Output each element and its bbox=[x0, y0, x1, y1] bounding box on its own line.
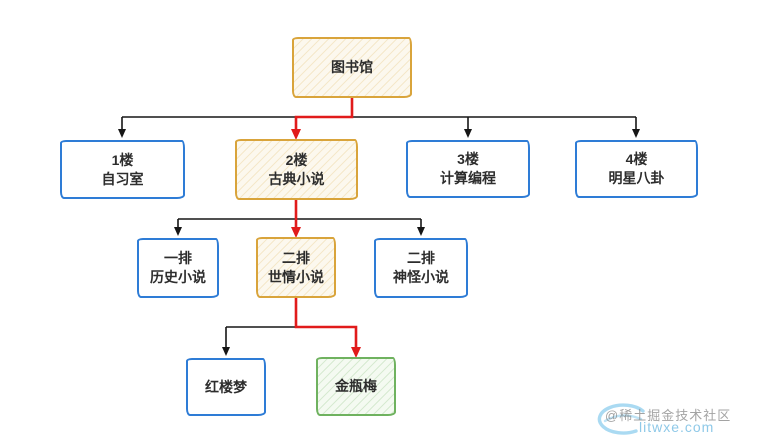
node-floor4-line2: 明星八卦 bbox=[608, 170, 665, 186]
node-row2-line1: 二排 bbox=[282, 249, 310, 266]
watermark: @稀土掘金技术社区 litwxe.com bbox=[591, 399, 769, 441]
node-row3-supernatural-novels: 二排 神怪小说 bbox=[374, 238, 468, 298]
node-row3-line2: 神怪小说 bbox=[393, 269, 449, 285]
node-book-hongloumeng-label: 红楼梦 bbox=[205, 378, 247, 395]
node-row1-line2: 历史小说 bbox=[150, 269, 206, 285]
node-row2-line2: 世情小说 bbox=[268, 268, 324, 285]
node-floor2-line2: 古典小说 bbox=[268, 170, 325, 187]
watermark-community-text: @稀土掘金技术社区 bbox=[605, 408, 732, 423]
node-row3-line1: 二排 bbox=[407, 250, 435, 266]
node-floor2-classical-novels: 2楼 古典小说 bbox=[235, 139, 358, 200]
node-floor4-celebrity-gossip: 4楼 明星八卦 bbox=[575, 140, 698, 198]
node-floor1-study-room: 1楼 自习室 bbox=[60, 140, 185, 199]
node-floor1-line1: 1楼 bbox=[111, 151, 134, 168]
node-library-label: 图书馆 bbox=[331, 59, 373, 75]
node-library: 图书馆 bbox=[292, 37, 412, 98]
node-book-jinpingmei: 金瓶梅 bbox=[316, 357, 396, 416]
swirl-logo-icon bbox=[597, 403, 645, 435]
node-row1-line1: 一排 bbox=[164, 250, 192, 266]
watermark-site-text: litwxe.com bbox=[639, 419, 715, 435]
node-floor1-line2: 自习室 bbox=[101, 170, 144, 187]
node-floor3-programming: 3楼 计算编程 bbox=[406, 140, 530, 198]
node-floor3-line1: 3楼 bbox=[457, 151, 479, 167]
node-floor4-line1: 4楼 bbox=[625, 151, 648, 167]
node-floor3-line2: 计算编程 bbox=[440, 170, 496, 186]
node-row2-social-novels: 二排 世情小说 bbox=[256, 237, 336, 298]
node-book-jinpingmei-label: 金瓶梅 bbox=[335, 378, 377, 394]
node-book-hongloumeng: 红楼梦 bbox=[186, 358, 266, 416]
node-row1-history-novels: 一排 历史小说 bbox=[137, 238, 219, 298]
node-floor2-line1: 2楼 bbox=[285, 151, 308, 168]
